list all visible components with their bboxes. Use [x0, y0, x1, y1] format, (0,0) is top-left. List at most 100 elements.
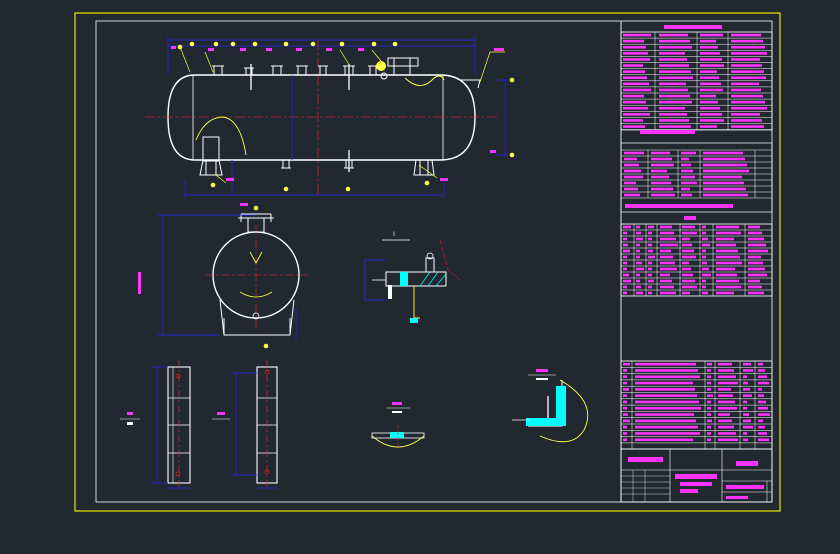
table-cell-text [660, 285, 674, 289]
table-cell-text [623, 39, 644, 43]
table-cell-text [636, 249, 640, 253]
table-cell-text [703, 193, 748, 197]
table-cell-text [624, 169, 641, 173]
table-cell-text [651, 151, 670, 155]
table-cell-text [716, 291, 734, 295]
table-cell-text [623, 279, 631, 283]
table-cell-text [636, 291, 643, 295]
table-cell-text [635, 432, 700, 435]
table-cell-text [748, 285, 762, 289]
nozzle-section-detail: I [364, 231, 461, 323]
table-cell-text [660, 237, 676, 241]
table-cell-text [718, 388, 731, 391]
table-cell-text [623, 261, 627, 265]
table-cell-text [635, 394, 697, 397]
table-cell-text [707, 400, 711, 404]
table-cell-text [623, 406, 627, 410]
table-cell-text [623, 125, 645, 128]
table-cell-text [659, 106, 685, 110]
table-cell-text [623, 425, 627, 429]
table-cell-text [660, 255, 673, 259]
table-cell-text [624, 187, 638, 191]
table-cell-text [702, 237, 708, 241]
table-cell-text [648, 285, 652, 289]
table-cell-text [682, 237, 690, 241]
table-cell-text [748, 267, 765, 271]
table-cell-text [648, 255, 655, 259]
table-cell-text [716, 261, 742, 265]
table-cell-text [660, 243, 678, 247]
table-cell-text [623, 106, 648, 110]
table-cell-text [731, 119, 762, 122]
table-cell-text [731, 94, 763, 98]
table-cell-text [681, 181, 697, 185]
table-cell-text [716, 285, 741, 289]
vessel-side-view [138, 203, 308, 349]
table-cell-text [743, 432, 747, 435]
table-cell-text [707, 406, 711, 410]
table-cell-text [700, 76, 719, 80]
table-cell-text [743, 394, 752, 397]
table-cell-text [623, 438, 627, 442]
table-cell-text [624, 163, 639, 167]
table-cell-text [700, 113, 722, 116]
table-cell-text [716, 243, 736, 247]
table-cell-text [635, 375, 700, 379]
table-cell-text [743, 369, 753, 372]
table-cell-text [660, 261, 675, 265]
table-cell-text [624, 157, 637, 161]
table-cell-text [758, 413, 770, 416]
table-cell-text [703, 163, 747, 167]
table-cell-text [731, 64, 762, 67]
table-cell-text [659, 125, 691, 128]
table-cell-text [623, 52, 648, 55]
table-cell-text [682, 267, 691, 271]
table-cell-text [623, 362, 630, 366]
table-cell-text [682, 255, 696, 259]
table-cell-text [718, 419, 732, 423]
table-cell-text [703, 175, 742, 179]
table-cell-text [702, 243, 710, 247]
table-cell-text [743, 362, 751, 366]
table-cell-text [707, 375, 711, 379]
table-cell-text [648, 261, 652, 265]
table-cell-text [707, 425, 711, 429]
table-cell-text [623, 94, 644, 98]
table-cell-text [702, 261, 707, 265]
table-cell-text [716, 237, 734, 241]
table-cell-text [681, 151, 696, 155]
table-cell-text [716, 225, 739, 229]
table-cell-text [700, 125, 717, 128]
table-cell-text [636, 231, 641, 235]
table-cell-text [707, 438, 711, 442]
table-cell-text [702, 231, 706, 235]
table-cell-text [758, 375, 767, 379]
table-cell-text [623, 369, 627, 372]
table-cell-text [623, 33, 651, 37]
table-cell-text [707, 432, 711, 435]
table-cell-text [682, 249, 694, 253]
table-cell-text [623, 237, 627, 241]
table-cell-text [636, 237, 643, 241]
table-cell-text [700, 100, 718, 104]
table-cell-text [648, 225, 654, 229]
table-cell-text [716, 249, 738, 253]
table-cell-text [718, 381, 738, 385]
table-cell-text [731, 82, 759, 86]
table-cell-text [635, 388, 695, 391]
table-cell-text [731, 33, 761, 37]
table-cell-text [748, 237, 764, 241]
table-cell-text [702, 267, 709, 271]
table-cell-text [623, 243, 628, 247]
table-cell-text [635, 400, 699, 404]
table-cell-text [635, 425, 698, 429]
weld-detail-small [371, 402, 425, 448]
table-cell-text [748, 249, 768, 253]
table-cell-text [718, 369, 734, 372]
table-cell-text [743, 425, 753, 429]
table-cell-text [660, 231, 674, 235]
table-cell-text [635, 419, 696, 423]
table-cell-text [623, 375, 627, 379]
table-cell-text [651, 181, 671, 185]
table-cell-text [718, 425, 734, 429]
